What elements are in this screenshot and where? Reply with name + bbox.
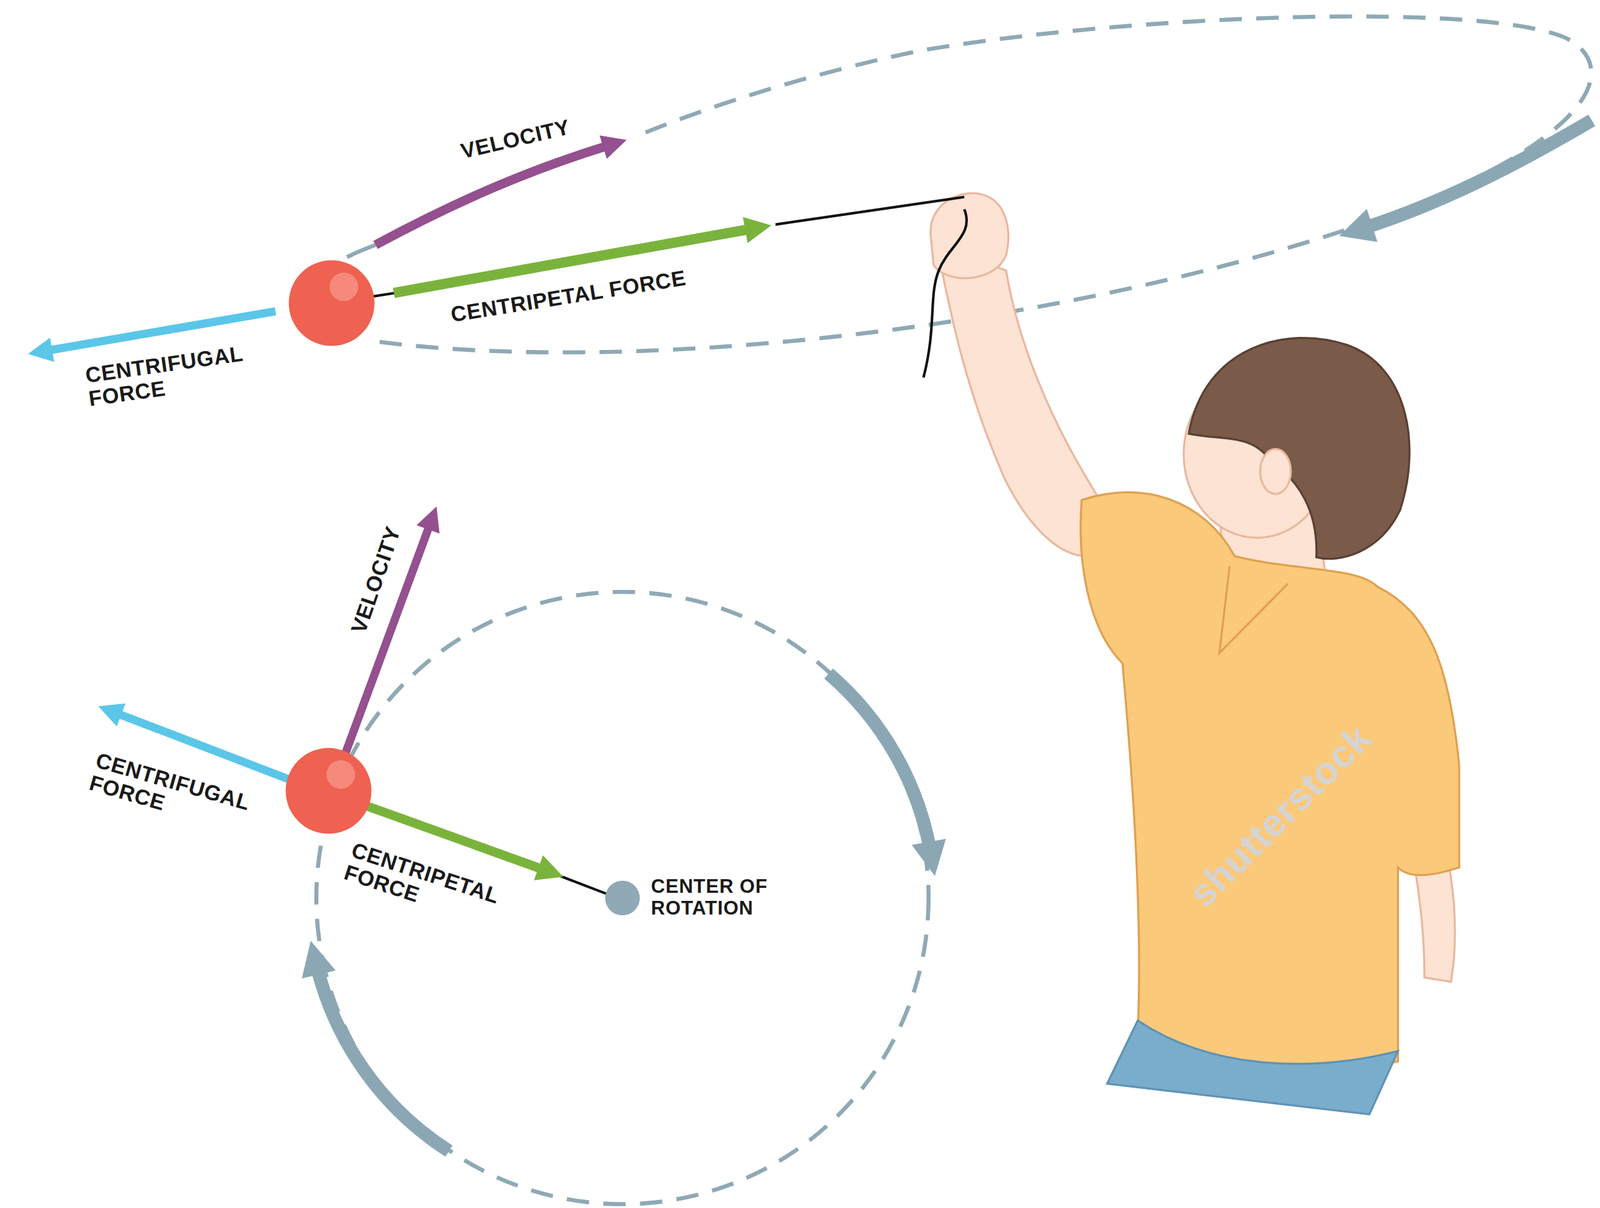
ball <box>286 748 372 834</box>
string <box>775 196 965 224</box>
velocity-label: VELOCITY <box>337 498 414 661</box>
center-point <box>604 880 640 916</box>
person-ear <box>1260 449 1291 494</box>
ball-highlight <box>326 759 355 789</box>
force-label: CENTRIFUGAL FORCE <box>83 338 268 411</box>
string <box>923 209 968 378</box>
shirt-collar <box>1219 566 1288 654</box>
person-hair <box>1188 338 1410 559</box>
person-jeans <box>1107 1020 1399 1115</box>
ball-highlight <box>329 272 358 301</box>
velocity-arrow <box>375 145 610 246</box>
orbit-path <box>346 245 376 258</box>
rotation-arrow <box>316 964 450 1151</box>
string <box>550 872 613 896</box>
force-label: CENTRIPETAL FORCE <box>415 260 721 332</box>
ball <box>288 259 375 346</box>
rotation-arrow <box>1362 120 1592 229</box>
center-label: CENTER OF ROTATION <box>650 876 814 920</box>
rotation-arrow <box>828 673 931 853</box>
person-shirt <box>1080 491 1460 1074</box>
person-arm <box>936 245 1100 557</box>
